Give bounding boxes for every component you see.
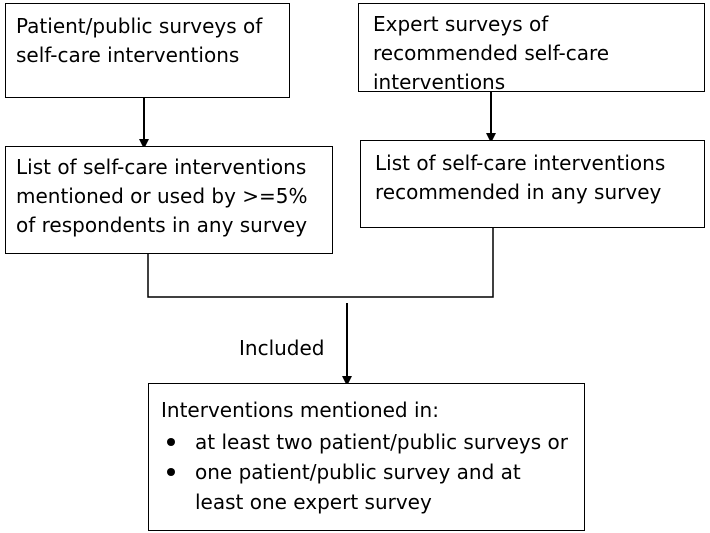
patient-list-box: List of self-care interventions mentione… <box>5 146 333 254</box>
bullet-icon <box>167 468 175 476</box>
result-bullet-item: at least two patient/public surveys or <box>161 427 572 457</box>
merge-connector <box>147 228 494 298</box>
result-bullet-text: one patient/public survey and at least o… <box>195 460 521 514</box>
included-label: Included <box>239 336 325 360</box>
expert-surveys-text: Expert surveys of recommended self-care … <box>373 12 610 94</box>
result-heading: Interventions mentioned in: <box>161 398 439 422</box>
bullet-icon <box>167 438 175 446</box>
result-bullet-list: at least two patient/public surveys or o… <box>161 427 572 517</box>
expert-surveys-box: Expert surveys of recommended self-care … <box>358 3 705 94</box>
result-bullet-text: at least two patient/public surveys or <box>195 430 568 454</box>
result-box: Interventions mentioned in: at least two… <box>148 383 585 531</box>
patient-surveys-text: Patient/public surveys of self-care inte… <box>16 14 263 67</box>
result-bullet-item: one patient/public survey and at least o… <box>161 457 572 517</box>
expert-list-text: List of self-care interventions recommen… <box>375 151 666 204</box>
patient-list-text: List of self-care interventions mentione… <box>16 155 308 237</box>
patient-surveys-box: Patient/public surveys of self-care inte… <box>5 3 290 98</box>
expert-list-box: List of self-care interventions recommen… <box>360 140 705 228</box>
